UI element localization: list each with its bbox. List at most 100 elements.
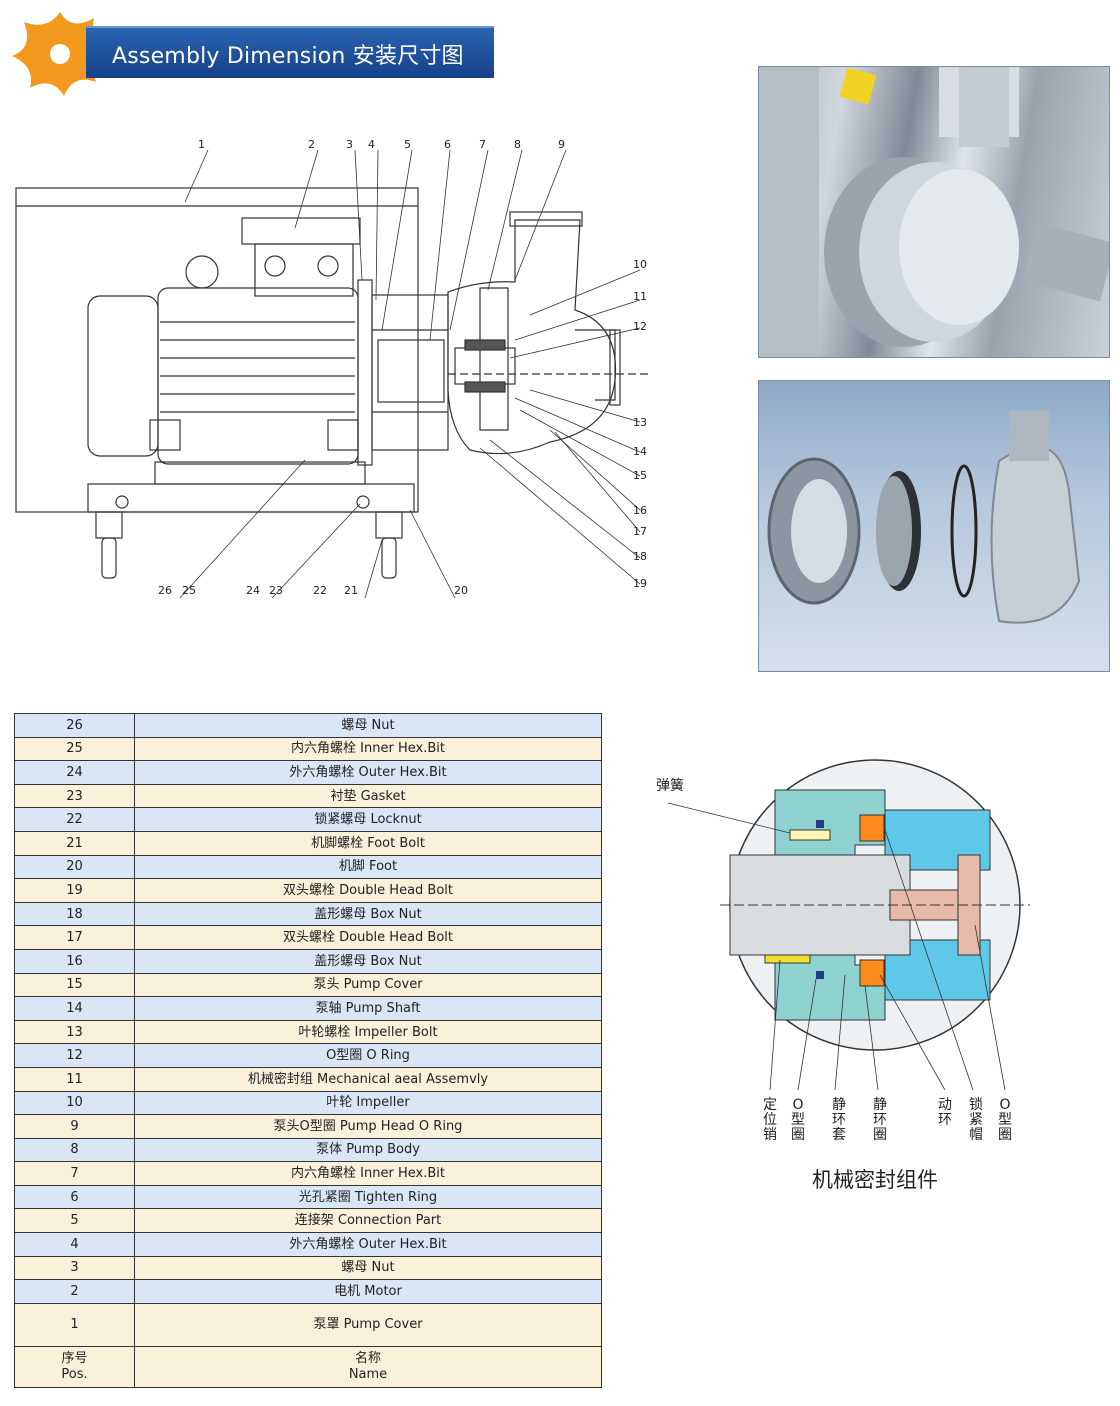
part-name-cell: 连接架 Connection Part xyxy=(134,1208,602,1234)
part-pos-cell: 18 xyxy=(14,901,135,927)
callout-7: 7 xyxy=(479,138,486,151)
part-name-cell: 叶轮 Impeller xyxy=(134,1090,602,1116)
part-pos-cell: 10 xyxy=(14,1090,135,1116)
part-pos-cell: 19 xyxy=(14,878,135,903)
name-header-cn: 名称 xyxy=(354,1350,381,1366)
part-name-cell: 泵头O型圈 Pump Head O Ring xyxy=(134,1114,602,1139)
part-name-cell: 内六角螺栓 Inner Hex.Bit xyxy=(134,736,602,762)
callout-17: 17 xyxy=(633,525,647,538)
callout-15: 15 xyxy=(633,469,647,482)
callout-24: 24 xyxy=(246,584,260,597)
part-pos-cell: 3 xyxy=(14,1255,135,1281)
callout-20: 20 xyxy=(454,584,468,597)
part-name-cell: 双头螺栓 Double Head Bolt xyxy=(134,925,602,950)
part-name-cell: 叶轮螺栓 Impeller Bolt xyxy=(134,1019,602,1045)
part-name-cell: 盖形螺母 Box Nut xyxy=(134,948,602,974)
callout-10: 10 xyxy=(633,258,647,271)
callout-8: 8 xyxy=(514,138,521,151)
part-name-cell: 机脚螺栓 Foot Bolt xyxy=(134,830,602,856)
flower-logo-icon xyxy=(12,12,108,96)
part-pos-cell: 13 xyxy=(14,1019,135,1045)
part-pos-cell: 23 xyxy=(14,783,135,809)
callout-18: 18 xyxy=(633,550,647,563)
callout-3: 3 xyxy=(346,138,353,151)
part-pos-cell: 25 xyxy=(14,736,135,762)
part-pos-cell: 5 xyxy=(14,1208,135,1234)
seal-cross-section xyxy=(667,759,1030,1091)
seal-label-static-ring: 静环圈 xyxy=(873,1097,887,1143)
seal-label-locating-pin: 定位销 xyxy=(763,1097,777,1143)
part-pos-cell: 4 xyxy=(14,1232,135,1257)
part-name-cell: 泵体 Pump Body xyxy=(134,1137,602,1163)
part-pos-cell: 26 xyxy=(14,713,135,738)
part-pos-cell: 11 xyxy=(14,1066,135,1092)
pump-photo xyxy=(758,66,1110,358)
seal-parts-photo xyxy=(758,380,1110,672)
part-name-cell: 外六角螺栓 Outer Hex.Bit xyxy=(134,1232,602,1257)
part-pos-cell: 21 xyxy=(14,830,135,856)
part-name-cell: 机脚 Foot xyxy=(134,854,602,880)
part-pos-cell: 15 xyxy=(14,972,135,998)
part-pos-cell: 8 xyxy=(14,1137,135,1163)
callout-4: 4 xyxy=(368,138,375,151)
part-name-cell: 外六角螺栓 Outer Hex.Bit xyxy=(134,760,602,785)
callout-26: 26 xyxy=(158,584,172,597)
callout-5: 5 xyxy=(404,138,411,151)
part-name-cell: 内六角螺栓 Inner Hex.Bit xyxy=(134,1161,602,1186)
callout-12: 12 xyxy=(633,320,647,333)
part-pos-cell: 12 xyxy=(14,1043,135,1068)
part-name-cell: 光孔紧圈 Tighten Ring xyxy=(134,1184,602,1210)
callout-6: 6 xyxy=(444,138,451,151)
callout-11: 11 xyxy=(633,290,647,303)
pos-header-en: Pos. xyxy=(61,1366,88,1382)
callout-2: 2 xyxy=(308,138,315,151)
part-pos-cell: 1 xyxy=(14,1302,135,1347)
seal-label-static-ring-sleeve: 静环套 xyxy=(832,1097,846,1143)
pump-photo-illustration xyxy=(759,67,1109,357)
assembly-drawing: 1 2 3 4 5 6 7 8 9 10 11 12 13 14 15 16 1… xyxy=(15,138,650,599)
callout-9: 9 xyxy=(558,138,565,151)
spring-label: 弹簧 xyxy=(656,778,684,794)
part-name-cell: O型圈 O Ring xyxy=(134,1043,602,1068)
callout-25: 25 xyxy=(182,584,196,597)
page-header: Assembly Dimension 安装尺寸图 xyxy=(0,0,500,100)
seal-parts-illustration xyxy=(767,411,1081,624)
part-name-cell: 机械密封组 Mechanical aeal Assemvly xyxy=(134,1066,602,1092)
callout-22: 22 xyxy=(313,584,327,597)
part-name-cell: 锁紧螺母 Locknut xyxy=(134,807,602,832)
callout-1: 1 xyxy=(198,138,205,151)
part-name-cell: 螺母 Nut xyxy=(134,713,602,738)
part-pos-cell: 7 xyxy=(14,1161,135,1186)
part-name-cell: 电机 Motor xyxy=(134,1279,602,1304)
pos-header-cn: 序号 xyxy=(61,1350,88,1366)
part-pos-cell: 9 xyxy=(14,1114,135,1139)
seal-label-o-ring-1: O型圈 xyxy=(791,1097,805,1143)
part-name-cell: 泵轴 Pump Shaft xyxy=(134,996,602,1021)
